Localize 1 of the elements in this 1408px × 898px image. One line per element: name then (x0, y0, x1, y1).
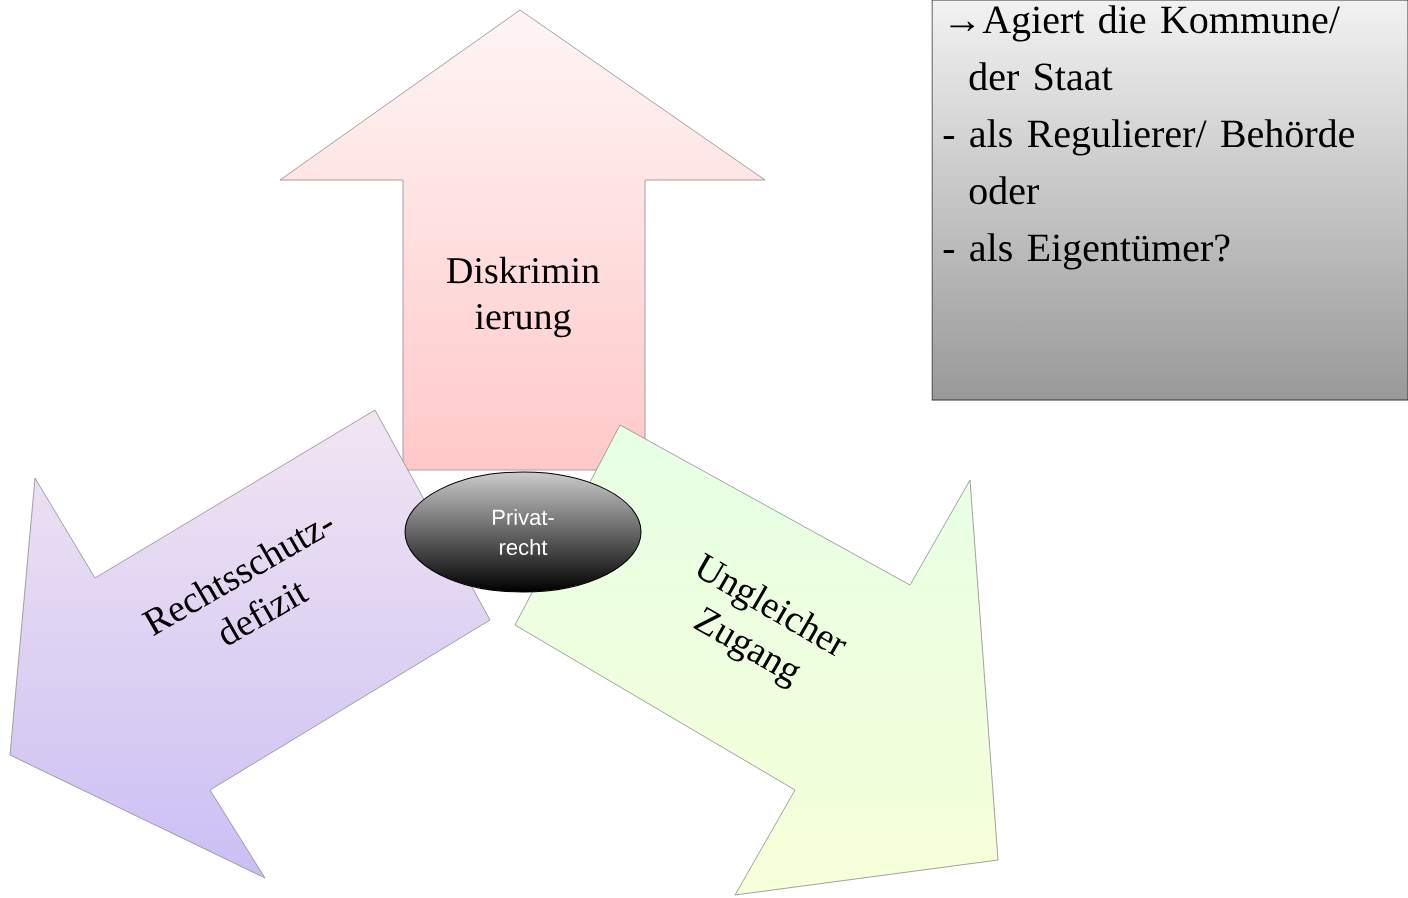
text-box: →Agiert die Kommune/ der Staat - als Regulierer/ Behörde oder - als Eigentümer? (931, 0, 1408, 401)
